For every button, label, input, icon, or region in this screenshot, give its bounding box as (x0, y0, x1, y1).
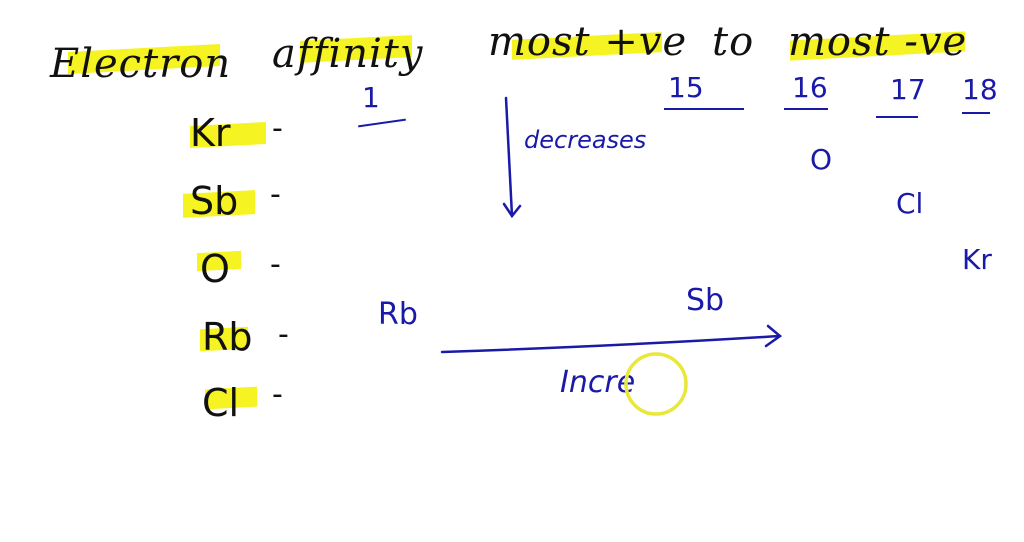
decreases-label: decreases (524, 126, 647, 154)
group-16-element-o: O (810, 143, 833, 176)
group-18-element-kr: Kr (962, 243, 992, 276)
list-item-o: O (200, 247, 230, 291)
title-word-electron: Electron (50, 41, 232, 87)
list-item-rb: Rb (202, 315, 253, 359)
cursor-highlight-circle (624, 352, 688, 416)
group-17-label: 17 (890, 73, 926, 106)
title-word-affinity: affinity (272, 31, 424, 77)
group-1-label: 1 (362, 81, 380, 114)
group-18-label: 18 (962, 73, 998, 106)
row-element-rb: Rb (378, 297, 418, 332)
down-arrow-icon (502, 96, 522, 219)
group-16-underline (784, 108, 828, 110)
title-word-most-positive: most +ve (488, 19, 688, 65)
row-element-sb: Sb (686, 283, 725, 318)
list-dash-cl: - (272, 377, 283, 412)
group-18-underline (962, 112, 990, 114)
title-word-most-negative: most -ve (788, 19, 968, 65)
list-dash-rb: - (278, 317, 289, 352)
list-item-sb: Sb (190, 179, 239, 223)
title-word-to: to (712, 19, 755, 65)
list-dash-kr: - (272, 111, 283, 146)
list-dash-sb: - (270, 177, 281, 212)
group-15-label: 15 (668, 71, 704, 104)
group-15-underline (664, 108, 744, 110)
list-item-cl: Cl (202, 381, 240, 425)
right-arrow-icon (440, 324, 783, 354)
group-17-underline (876, 116, 918, 118)
group-17-element-cl: Cl (896, 187, 924, 220)
list-item-kr: Kr (190, 111, 231, 155)
increases-label: Incre (560, 365, 636, 400)
list-dash-o: - (270, 247, 281, 282)
group-16-label: 16 (792, 71, 828, 104)
